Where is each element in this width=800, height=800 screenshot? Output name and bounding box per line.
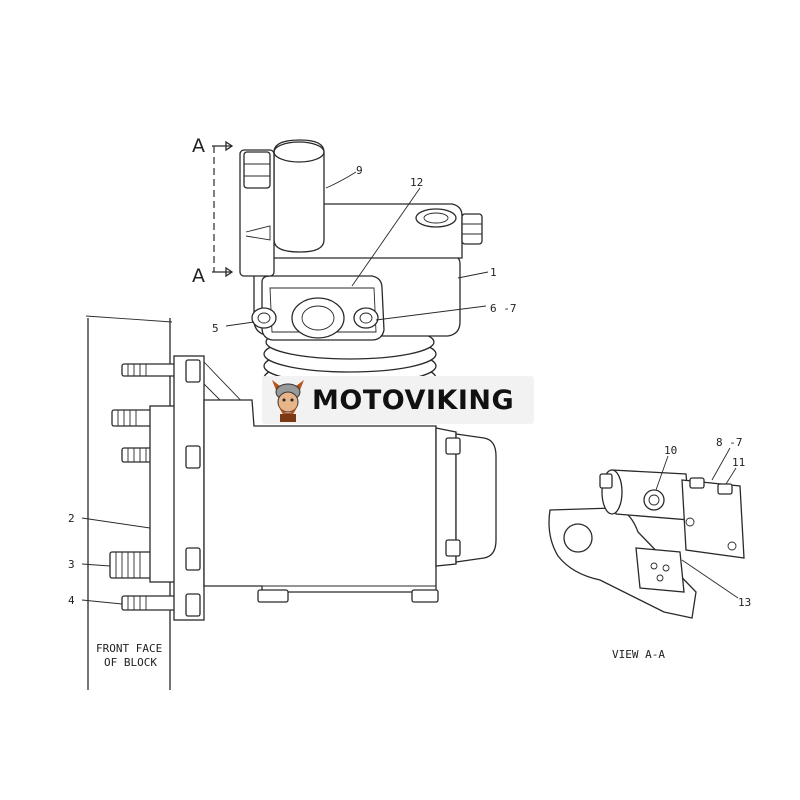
callout-labels: A A 9 12 1 6 -7 5 2 3 4 FRONT FACE OF BL… [68,135,751,669]
head-bolts [251,307,379,329]
front-face-label-line2: OF BLOCK [104,656,157,669]
callout-3: 3 [68,558,75,571]
mounting-flange [149,355,251,621]
view-a-a-detail [548,469,745,619]
front-face-label-line1: FRONT FACE [96,642,162,655]
callout-8-7: 8 -7 [716,436,743,449]
callout-1: 1 [490,266,497,279]
callout-6-7: 6 -7 [490,302,517,315]
unloader-assembly [239,139,325,277]
callout-2: 2 [68,512,75,525]
motoviking-watermark: MOTOVIKING [262,376,534,424]
crankcase [203,399,497,603]
callout-12: 12 [410,176,423,189]
callout-13: 13 [738,596,751,609]
watermark-text: MOTOVIKING [312,384,515,416]
callout-10: 10 [664,444,677,457]
viking-mascot-icon [272,380,304,422]
leader-lines [81,171,739,605]
section-label-bottom: A [192,265,205,287]
callout-4: 4 [68,594,75,607]
callout-11: 11 [732,456,745,469]
callout-9: 9 [356,164,363,177]
section-line-a-a [212,140,234,278]
view-a-a-caption: VIEW A-A [612,648,665,661]
section-label-top: A [192,135,205,157]
callout-5: 5 [212,322,219,335]
